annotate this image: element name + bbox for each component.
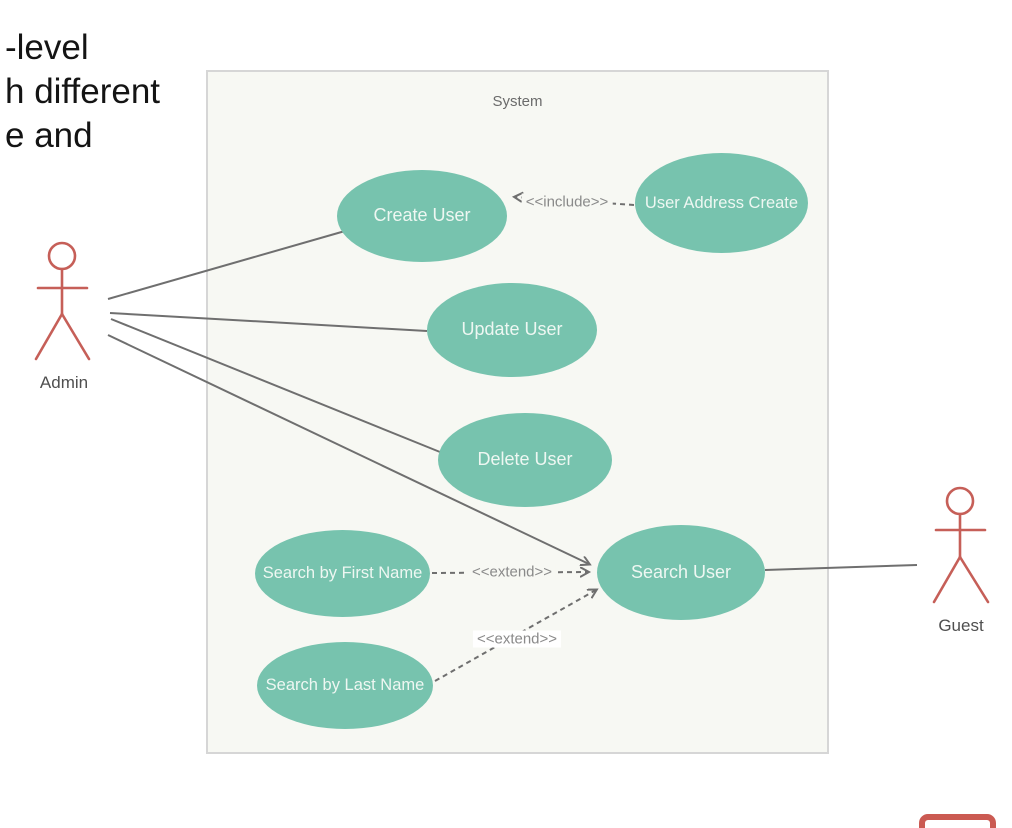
association-admin-delete-user <box>110 318 441 453</box>
admin-actor-label: Admin <box>39 373 89 392</box>
usecase-search-by-first-name: Search by First Name <box>255 530 430 617</box>
guest-actor-head <box>945 486 975 516</box>
extend-arrow-search-by-first-name <box>431 572 588 573</box>
association-admin-create-user <box>107 230 346 300</box>
system-boundary-label: System <box>492 93 543 110</box>
guest-actor-left-leg <box>932 555 962 604</box>
association-admin-search-user <box>107 334 589 564</box>
usecase-search-by-last-name: Search by Last Name <box>257 642 433 729</box>
usecase-user-address-create: User Address Create <box>635 153 808 253</box>
admin-actor-right-leg <box>60 312 91 361</box>
admin-actor-left-leg <box>34 312 64 361</box>
usecase-create-user: Create User <box>337 170 507 262</box>
usecase-update-user: Update User <box>427 283 597 377</box>
admin-actor-figure <box>34 241 91 361</box>
admin-actor-head <box>47 241 77 271</box>
association-search-user-guest <box>764 564 918 571</box>
slide-text-line-2: h different <box>5 72 161 111</box>
usecase-search-user: Search User <box>597 525 765 620</box>
association-admin-update-user <box>109 312 428 332</box>
extend-stereotype-label-second: <<extend>> <box>472 630 562 648</box>
extend-stereotype-label-first: <<extend>> <box>467 563 557 581</box>
usecase-delete-user: Delete User <box>438 413 612 507</box>
red-rounded-overlay-shape <box>919 814 996 828</box>
slide-text-line-1: -level <box>5 28 89 67</box>
slide-text-line-3: e and <box>5 116 93 155</box>
guest-actor-figure <box>932 486 990 604</box>
include-stereotype-label: <<include>> <box>521 193 613 211</box>
slide-text-block: -level h different e and <box>5 26 160 158</box>
guest-actor-label: Guest <box>938 616 984 635</box>
guest-actor-right-leg <box>958 555 990 604</box>
